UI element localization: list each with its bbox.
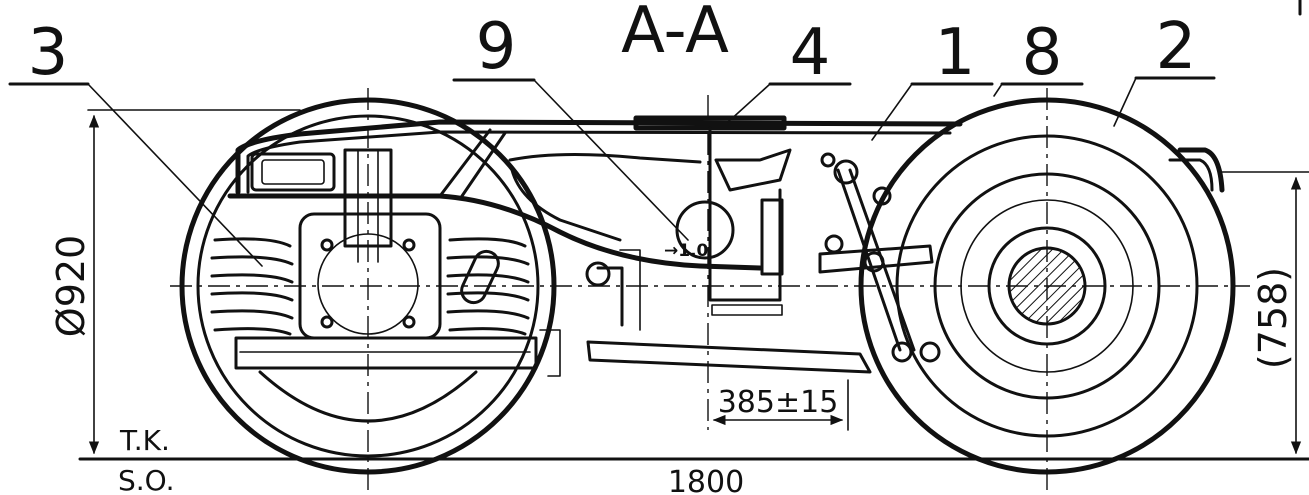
right-wheel [858, 97, 1236, 475]
rail-label-bottom: S.O. [118, 464, 174, 495]
callout-9: 9 [452, 10, 689, 241]
plate-marker: →1.0 [664, 241, 709, 261]
wheel-diameter-text: Ø920 [49, 235, 93, 337]
height-ref-text: (758) [1251, 267, 1295, 369]
callout-8: 8 [993, 16, 1084, 97]
brake-rigging [539, 152, 941, 377]
bogie-frame [227, 119, 1225, 271]
callout-3-number: 3 [28, 16, 69, 90]
callout-9-number: 9 [476, 10, 517, 84]
wheel-diameter-dimension: Ø920 [49, 109, 301, 455]
callout-3: 3 [8, 16, 263, 267]
axle-section [1007, 246, 1087, 326]
wheelbase-text: 1800 [668, 465, 744, 495]
callout-4-number: 4 [790, 16, 831, 90]
wheelbase-dimension: 1800 [668, 465, 744, 495]
callout-8-number: 8 [1022, 16, 1063, 90]
callout-1: 1 [871, 16, 994, 141]
rail-labels: T.K. S.O. [118, 424, 174, 495]
height-dimension: (758) [1219, 0, 1309, 455]
callout-1-number: 1 [935, 16, 976, 90]
centre-bolster [585, 115, 792, 327]
left-suspension [210, 148, 538, 370]
offset-text: 385±15 [718, 385, 839, 420]
offset-dimension: 385±15 [712, 379, 849, 431]
section-title: A-A [621, 0, 729, 68]
callout-2: 2 [1113, 10, 1216, 127]
rail-label-top: T.K. [119, 424, 170, 457]
callout-2-number: 2 [1156, 10, 1197, 84]
callout-4: 4 [727, 16, 852, 123]
left-wheel [179, 97, 557, 475]
